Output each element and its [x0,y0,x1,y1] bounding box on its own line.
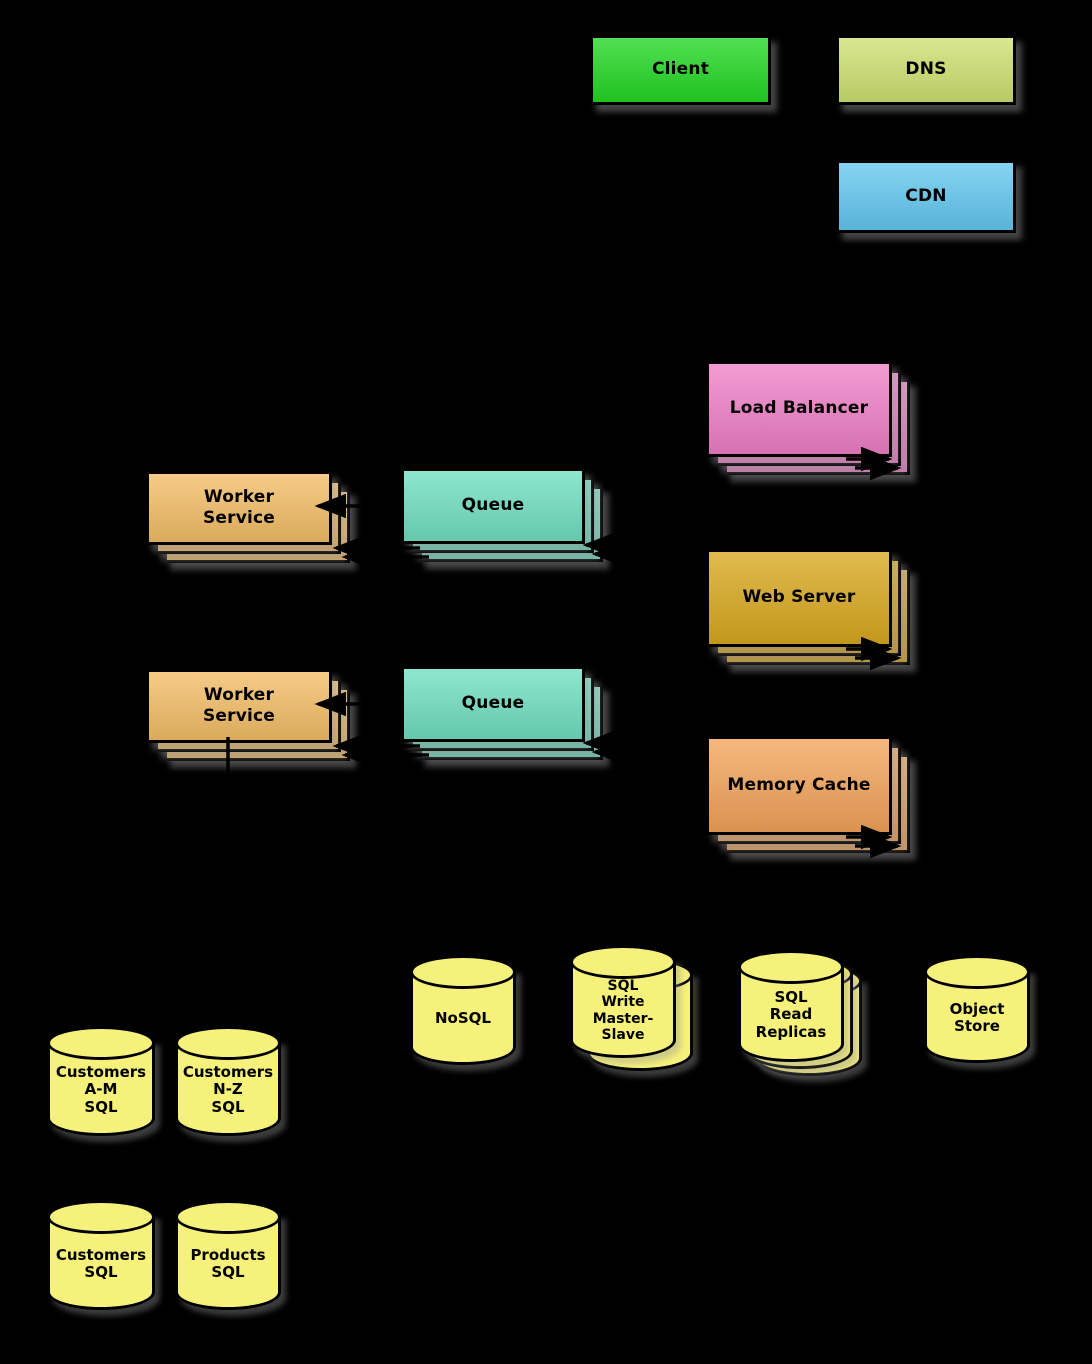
products-label: Products SQL [190,1245,266,1281]
node-nosql: NoSQL [410,955,516,1065]
sql-write-label: SQL Write Master- Slave [592,978,654,1043]
load-balancer-box: Load Balancer [706,361,892,457]
sql-write-front: SQL Write Master- Slave [570,945,676,1058]
nosql-label: NoSQL [435,1009,491,1028]
client-label: Client [651,59,710,80]
customers-nz-label: Customers N-Z SQL [182,1063,274,1116]
nosql-cylinder-top [410,955,516,989]
queue-box: Queue [401,468,585,544]
customers-label: Customers SQL [55,1245,147,1281]
worker-service-label: Worker Service [202,486,276,528]
customers-nz-cylinder-top [175,1026,281,1060]
node-client: Client [590,35,771,105]
customers-am-cylinder-top [47,1026,155,1060]
node-cdn: CDN [836,160,1016,233]
node-products-sql: Products SQL [175,1200,281,1310]
sql-read-label: SQL Read Replicas [755,988,827,1041]
node-memory-cache: Memory Cache [706,736,910,853]
worker-service-box: Worker Service [146,669,332,743]
node-web-server: Web Server [706,549,910,665]
worker-service-label: Worker Service [202,684,276,726]
node-sql-write-master-slave: SQL Write Master- Slave SQL Write Master… [570,945,693,1071]
node-worker-service-bottom: Worker Service [146,669,350,761]
load-balancer-label: Load Balancer [729,398,869,419]
memory-cache-box: Memory Cache [706,736,892,835]
node-worker-service-top: Worker Service [146,471,350,563]
sql-write-cylinder-top [570,945,676,979]
sql-read-front: SQL Read Replicas [738,950,844,1062]
node-sql-read-replicas: SQL Read Replicas [738,950,862,1076]
node-queue-top: Queue [401,468,603,562]
node-customers-am-sql: Customers A-M SQL [47,1026,155,1136]
sql-read-cylinder-top [738,950,844,984]
node-object-store: Object Store [924,955,1030,1063]
memory-cache-label: Memory Cache [727,774,871,795]
dns-box: DNS [836,35,1016,105]
cdn-label: CDN [905,185,947,206]
web-server-box: Web Server [706,549,892,647]
queue-label: Queue [461,693,525,714]
worker-service-box: Worker Service [146,471,332,545]
cdn-box: CDN [836,160,1016,233]
queue-box: Queue [401,666,585,742]
object-store-label: Object Store [949,999,1005,1035]
node-customers-nz-sql: Customers N-Z SQL [175,1026,281,1136]
node-customers-sql: Customers SQL [47,1200,155,1310]
customers-cylinder-top [47,1200,155,1234]
customers-am-label: Customers A-M SQL [55,1063,147,1116]
products-cylinder-top [175,1200,281,1234]
node-load-balancer: Load Balancer [706,361,910,475]
queue-label: Queue [461,495,525,516]
node-dns: DNS [836,35,1016,105]
node-queue-bottom: Queue [401,666,603,760]
object-store-cylinder-top [924,955,1030,989]
dns-label: DNS [905,59,947,80]
web-server-label: Web Server [742,587,856,608]
client-box: Client [590,35,771,105]
